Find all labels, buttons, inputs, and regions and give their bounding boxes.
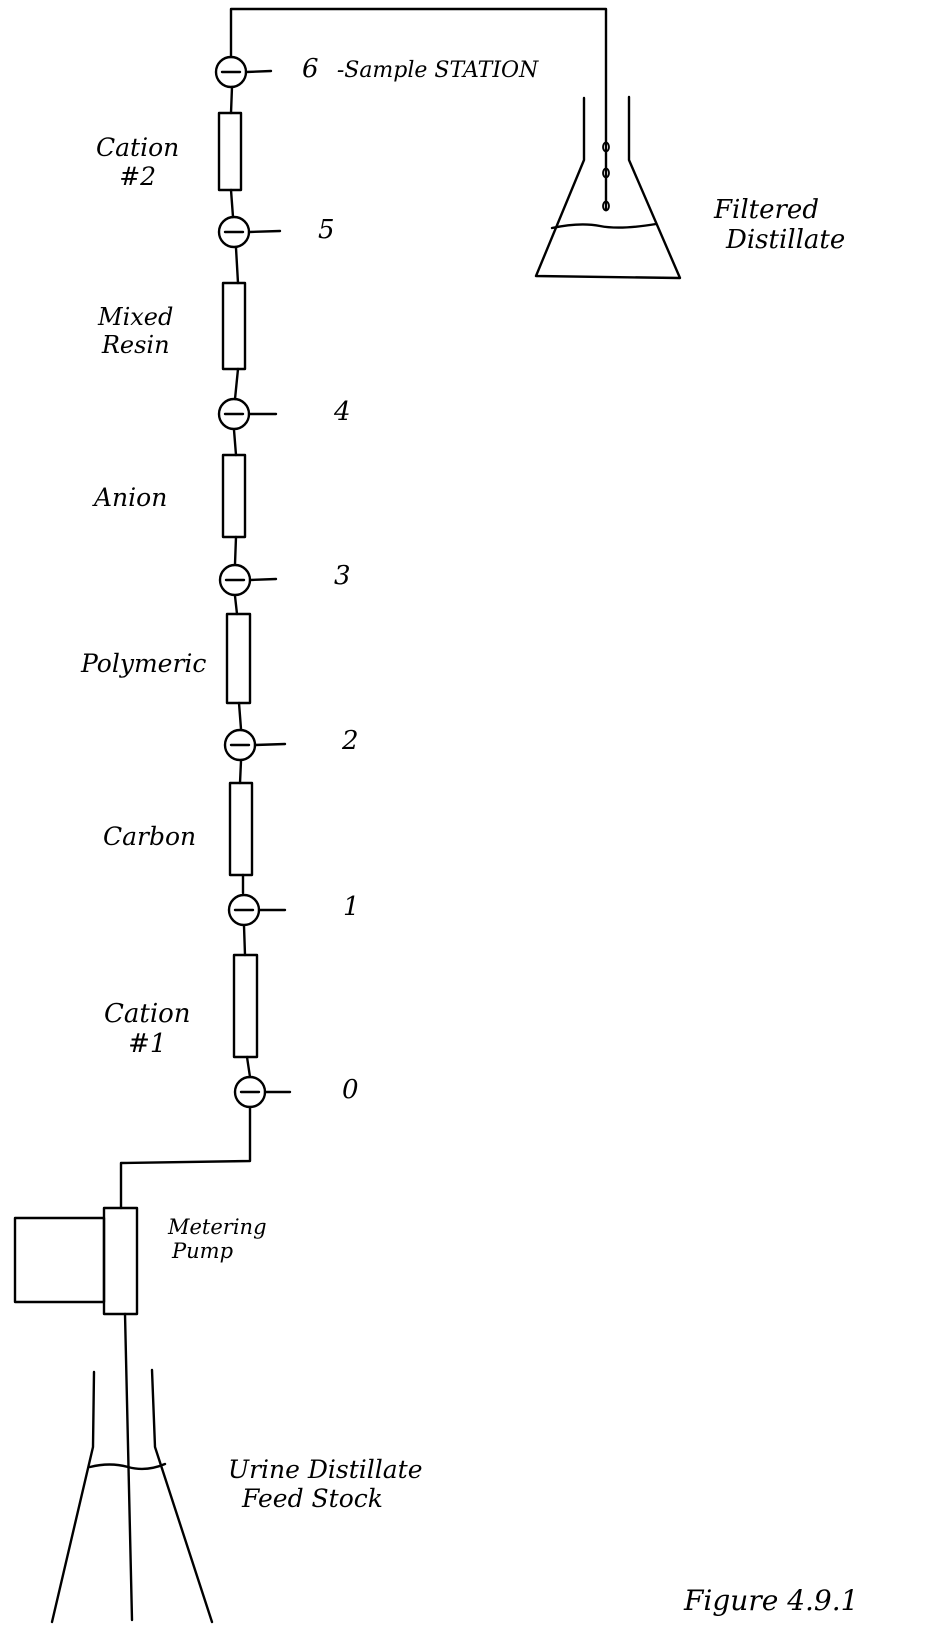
figure-label-text: Figure 4.9.1: [684, 1584, 859, 1617]
valve-1: [227, 893, 287, 927]
metering-pump-label: Metering Pump: [168, 1215, 267, 1263]
filtered-distillate-label: Filtered Distillate: [714, 195, 846, 256]
drops: [602, 141, 610, 212]
station-number: 0: [342, 1075, 359, 1105]
feed-label-line2: Feed Stock: [242, 1483, 383, 1513]
feed-stock-label: Urine Distillate Feed Stock: [228, 1455, 423, 1514]
column-name: Polymeric: [81, 649, 207, 678]
flask-label-line2: Distillate: [726, 224, 846, 255]
column-name: Carbon: [103, 822, 197, 851]
column-sub: #1: [128, 1028, 167, 1059]
filtered-distillate-flask: [534, 95, 682, 280]
station-label-0: 0: [342, 1075, 359, 1106]
column-name: Anion: [94, 483, 168, 512]
station-label-5: 5: [318, 215, 335, 246]
column-sub: #2: [119, 161, 157, 191]
label-anion: Anion: [94, 483, 168, 513]
label-mixed-resin: Mixed Resin: [98, 303, 174, 359]
column-sub: Resin: [101, 330, 170, 359]
resin-column-anion: [221, 453, 247, 539]
flask-label-line1: Filtered: [714, 195, 819, 225]
label-cation-2: Cation #2: [96, 133, 180, 192]
outlet-pipe: [229, 7, 608, 212]
station-label-6: 6 -Sample STATION: [302, 54, 539, 85]
feed-pipe: [119, 1105, 252, 1210]
valve-0: [233, 1075, 292, 1109]
station-label-1: 1: [343, 892, 360, 923]
station-label-4: 4: [334, 397, 351, 428]
label-polymeric: Polymeric: [81, 649, 207, 679]
valve-4: [217, 397, 278, 431]
label-carbon: Carbon: [103, 822, 197, 852]
pump-label-line1: Metering: [168, 1215, 267, 1239]
station-label-2: 2: [342, 726, 359, 757]
sample-station-label: -Sample STATION: [336, 58, 539, 83]
figure-label: Figure 4.9.1: [684, 1584, 859, 1617]
valve-3: [218, 563, 278, 597]
resin-column-carbon: [228, 781, 254, 877]
station-number: 4: [334, 397, 351, 427]
metering-pump: [13, 1206, 139, 1316]
feed-label-line1: Urine Distillate: [228, 1455, 423, 1484]
station-number: 2: [342, 726, 359, 756]
column-name: Cation: [104, 999, 191, 1029]
label-cation-1: Cation #1: [104, 999, 191, 1060]
station-number: 5: [318, 215, 335, 245]
station-number: 6: [302, 54, 319, 84]
valve-5: [217, 215, 282, 249]
resin-column-cation-2: [217, 111, 243, 192]
pump-label-line2: Pump: [172, 1239, 234, 1264]
column-pipe: [229, 85, 252, 1079]
column-name: Mixed: [98, 303, 174, 331]
station-number: 3: [334, 561, 351, 591]
resin-column-mixed-resin: [221, 281, 247, 371]
station-label-3: 3: [334, 561, 351, 592]
feed-stock-flask: [50, 1368, 214, 1624]
resin-column-polymeric: [225, 612, 252, 705]
column-name: Cation: [96, 133, 180, 162]
valve-6: [214, 55, 273, 89]
resin-column-cation-1: [232, 953, 259, 1059]
valve-2: [223, 728, 287, 762]
station-number: 1: [343, 892, 360, 922]
